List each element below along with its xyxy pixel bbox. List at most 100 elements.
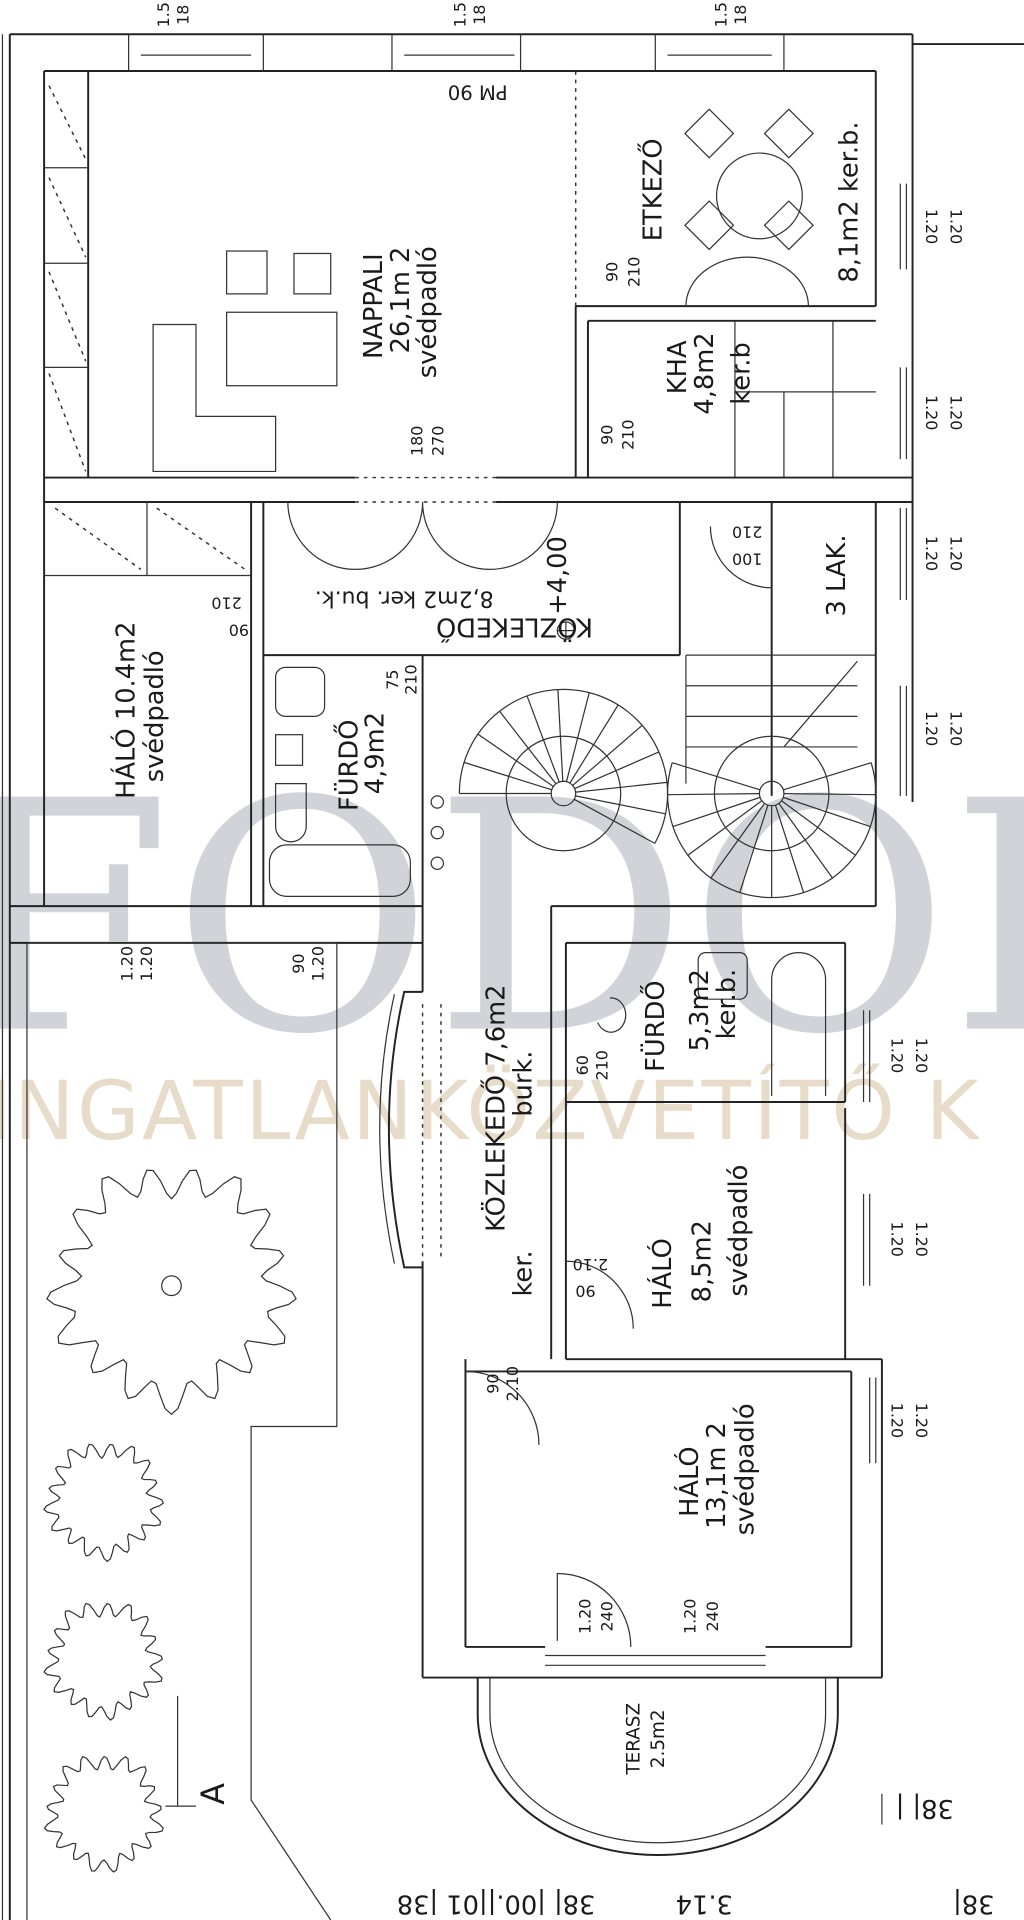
dim-text: 210 — [401, 664, 420, 694]
kozlekedo2-floor2: burk. — [509, 1051, 539, 1117]
door-dimensions: 180 270 90 210 90 210 210 100 210 90 75 … — [117, 257, 762, 1634]
stair-inner-ring — [713, 735, 830, 852]
dim-text: 1.20 — [888, 1221, 907, 1256]
kozlekedo1-area-floor: 8,2m2 ker. bu.k. — [315, 585, 494, 610]
section-mark-a: A — [194, 1783, 232, 1805]
stair-tread — [565, 692, 590, 782]
dim-text: 1.20 — [912, 1038, 931, 1073]
lak-label: 3 LAK. — [822, 534, 852, 616]
halo3-name: HÁLÓ — [673, 1446, 705, 1517]
dim-text: 1.20 — [681, 1599, 700, 1634]
stair-tread — [783, 762, 872, 791]
kozlekedo2-floor1: ker. — [509, 1250, 539, 1296]
bottom-dimensions: 38| |00.||01 |38 3.14 38| 38| | A — [194, 1783, 994, 1919]
halo3-area: 13,1m 2 — [702, 1422, 732, 1529]
watermark-brand: FODOR — [0, 734, 1024, 1105]
room-labels: PM 90 NAPPALI 26,1m 2 svédpadló ETKEZŐ 8… — [110, 81, 865, 1776]
kozlekedo2-name: KÖZLEKEDŐ 7,6m2 — [480, 984, 512, 1231]
kozlekedo1-level: +4,00 — [543, 536, 573, 615]
dim-text: 90 — [602, 262, 621, 282]
stair-tread — [781, 800, 856, 856]
tree-icon — [43, 1443, 165, 1563]
stair-tread — [783, 796, 871, 828]
dim-text: 1.20 — [947, 536, 966, 571]
dim-text: 1.20 — [888, 1403, 907, 1438]
stair-tread — [687, 800, 763, 856]
dim-text: 1.20 — [922, 395, 941, 430]
top-dimensions: 1.5 18 1.5 18 1.5 18 — [154, 2, 750, 27]
dim-text: 270 — [428, 426, 447, 456]
furdo2-area: 5,3m2 — [685, 969, 715, 1051]
nappali-floor: svédpadló — [413, 246, 443, 378]
right-dimensions: 1.20 1.20 1.20 1.20 1.20 1.20 1.20 1.20 … — [888, 209, 966, 1438]
dim-text: 1.20 — [308, 946, 327, 981]
halo2-floor: svédpadló — [724, 1165, 754, 1297]
walls — [1, 33, 1024, 1920]
dim-text: 210 — [732, 523, 762, 542]
dim-text: 2.10 — [503, 1366, 522, 1401]
spiral-stairs — [458, 688, 877, 899]
nappali-note: PM 90 — [448, 81, 508, 104]
halo3-floor: svédpadló — [730, 1403, 760, 1535]
dim-text: 18 — [470, 5, 489, 25]
stair-tread — [463, 761, 552, 791]
dim-text: 1.5 — [154, 2, 173, 27]
dim-text: 240 — [597, 1601, 616, 1631]
stair-inner-ring — [505, 735, 622, 852]
tree-icon — [43, 1755, 164, 1873]
tree-icon — [43, 1602, 164, 1721]
furdo2-floor: ker.b. — [712, 969, 742, 1040]
dim-text: 1.20 — [912, 1403, 931, 1438]
terasz-area: 2.5m2 — [648, 1709, 669, 1768]
nappali-area: 26,1m 2 — [386, 247, 416, 354]
dim-text: 1.20 — [888, 1038, 907, 1073]
stair-tread — [573, 798, 656, 844]
etkezo-name: ETKEZŐ — [636, 138, 668, 241]
dim-text: 1.20 — [575, 1599, 594, 1634]
dim-text: 90 — [229, 620, 249, 639]
dim-text: 1.5 — [711, 2, 730, 27]
stair-tread — [575, 795, 666, 815]
kha-floor: ker.b — [727, 342, 757, 404]
kha-name: KHA — [663, 340, 693, 394]
dim-text: 1.20 — [947, 395, 966, 430]
stair-tread — [499, 710, 557, 785]
stair-tread — [477, 733, 554, 787]
dim-text: 210 — [618, 420, 637, 450]
watermark-subtitle: INGATLANKÖZVETÍTŐ K — [0, 1064, 981, 1159]
dim-text: 90 — [484, 1374, 503, 1394]
dim-text: 3.14 — [676, 1889, 733, 1919]
dim-text: 240 — [703, 1601, 722, 1631]
dim-text: 1.20 — [137, 946, 156, 981]
stair-tread — [526, 695, 560, 783]
dim-text: 90 — [575, 1282, 595, 1301]
nappali-name: NAPPALI — [359, 253, 389, 359]
dim-text: 210 — [624, 257, 643, 287]
dim-text: 1.20 — [922, 711, 941, 746]
halo1-floor: svédpadló — [140, 650, 170, 782]
dim-text: 2.10 — [573, 1255, 608, 1274]
dim-text: 90 — [289, 954, 308, 974]
halo2-area: 8,5m2 — [687, 1220, 717, 1302]
terasz-name: TERASZ — [623, 1703, 644, 1776]
kozlekedo1-name: KÖZLEKEDŐ — [436, 611, 593, 643]
kha-area: 4,8m2 — [690, 332, 720, 414]
dim-text: 210 — [211, 594, 241, 613]
etkezo-area-floor: 8,1m2 ker.b. — [834, 122, 864, 283]
dim-text: 1.20 — [947, 209, 966, 244]
dim-text: 1.20 — [947, 711, 966, 746]
dim-text: 1.5 — [450, 2, 469, 27]
dim-text: 1.20 — [922, 209, 941, 244]
dim-text: 60 — [573, 1055, 592, 1075]
tree-icon — [46, 1169, 297, 1416]
stair-tread — [739, 804, 769, 893]
furdo1-area: 4,9m2 — [360, 712, 390, 794]
dim-text: 100 — [732, 549, 762, 568]
dim-text: 90 — [597, 425, 616, 445]
trees — [43, 1169, 297, 1873]
dim-text: 38| | — [896, 1793, 954, 1823]
stair-tread — [574, 751, 660, 790]
dim-text: 18 — [731, 5, 750, 25]
furdo1-name: FÜRDŐ — [333, 720, 365, 811]
